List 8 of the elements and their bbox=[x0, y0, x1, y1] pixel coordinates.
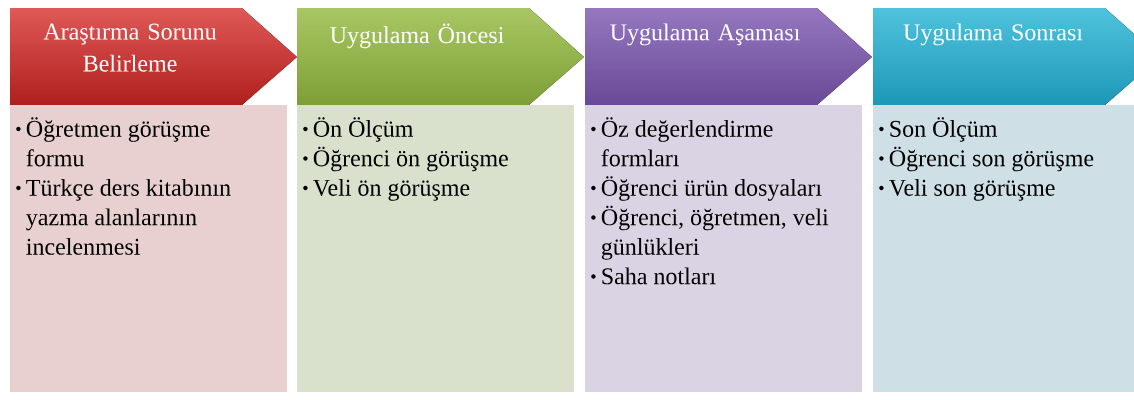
list-box: Öz değerlendirme formları Öğrenci ürün dosyaları Öğrenci, öğretmen, veli günlükleri Saha notları bbox=[585, 105, 862, 392]
chevron-header: Uygulama Aşaması bbox=[585, 8, 872, 105]
list-box: Ön Ölçüm Öğrenci ön görüşme Veli ön görüşme bbox=[297, 105, 574, 392]
list-box: Son Ölçüm Öğrenci son görüşme Veli son görüşme bbox=[873, 105, 1134, 392]
chevron-header: Uygulama Öncesi bbox=[297, 8, 584, 105]
list-box: Öğretmen görüşme formu Türkçe ders kitabının yazma alanlarının incelenmesi bbox=[10, 105, 287, 392]
chevron-header: Uygulama Sonrası bbox=[873, 8, 1134, 105]
chevron-header: Araştırma Sorunu Belirleme bbox=[10, 8, 297, 105]
